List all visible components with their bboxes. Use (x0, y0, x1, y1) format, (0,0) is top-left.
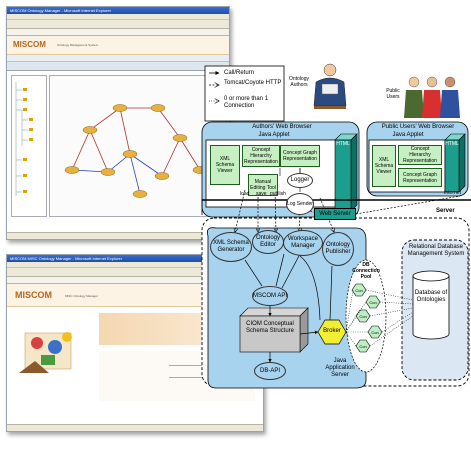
public-concept-graph[interactable]: Concept Graph Representation (398, 168, 442, 187)
log-sender[interactable]: Log Sender (286, 193, 314, 215)
ontology-authors-figure (310, 62, 350, 116)
legend-connection: 0 or more than 1 Connection (224, 96, 269, 109)
authors-manual-editing-tool[interactable]: Manual Editing Tool (248, 174, 278, 196)
database-of-ontologies: Database of Ontologies (414, 290, 448, 303)
io-label-publish: publish (270, 191, 286, 197)
internet-label: Internet (444, 190, 461, 196)
public-xml-schema-viewer[interactable]: XML Schema Viewer (372, 145, 396, 187)
web-server: Web Server (314, 208, 356, 220)
db-api[interactable]: DB-API (254, 362, 286, 380)
authors-concept-hierarchy[interactable]: Concept Hierarchy Representation (242, 145, 280, 167)
app-subtitle: MISC Ontology Manager (65, 294, 99, 298)
legend-box (204, 65, 285, 122)
web-server-label: Web Server (319, 211, 351, 217)
menu-bar (7, 262, 263, 268)
window-titlebar: MISCOM MISC Ontology Manager - Microsoft… (7, 255, 263, 262)
legend-call-return: Call/Return (224, 70, 255, 76)
status-bar (7, 232, 229, 239)
xml-schema-generator[interactable]: XML Schema Generator (210, 232, 252, 262)
logger[interactable]: Logger (287, 173, 313, 188)
authors-applet-title: Java Applet (258, 132, 290, 138)
app-banner: MISCOM MISC Ontology Manager (7, 284, 263, 307)
workspace-manager[interactable]: Workspace Manager (283, 230, 323, 256)
app-brand: MISCOM (13, 40, 46, 49)
tab-strip (7, 62, 229, 71)
authors-browser-title: Authors' Web Browser (252, 124, 312, 130)
welcome-illustration (15, 313, 87, 391)
ontology-authors-label: Ontology Authors (288, 76, 309, 88)
menu-bar (7, 14, 229, 20)
public-html-label: HTML (445, 141, 459, 147)
io-label-load: load (240, 191, 250, 197)
public-users-figure (402, 74, 462, 122)
authors-html-label: HTML (336, 141, 350, 147)
concept-graph-panel[interactable] (49, 75, 227, 217)
con-2: Con (369, 300, 377, 305)
tree-lines (15, 82, 33, 196)
legend-tomcat-http: Tomcat/Coyote HTTP (224, 80, 282, 86)
window-title: MISCOM Ontology Manager - Microsoft Inte… (10, 8, 111, 13)
public-browser-title: Public Users' Web Browser (381, 124, 455, 130)
db-connection-pool-label: DB Connection Pool (352, 262, 380, 280)
con-4: Con (371, 330, 379, 335)
browser-toolbar (7, 268, 263, 277)
screenshot-top: MISCOM Ontology Manager - Microsoft Inte… (6, 6, 230, 240)
rdbms-title: Relational Database Management System (407, 244, 465, 257)
java-application-server-label: Java Application Server (325, 358, 355, 378)
io-label-save: save (256, 191, 267, 197)
status-bar (7, 424, 263, 431)
address-bar (7, 277, 263, 284)
public-concept-hierarchy[interactable]: Concept Hierarchy Representation (398, 145, 442, 165)
address-bar (7, 29, 229, 36)
concept-tree-panel[interactable] (11, 75, 47, 217)
broker-label: Broker (323, 328, 341, 334)
mscom-api[interactable]: MSCOM API (252, 286, 288, 306)
public-users-label: Public Users (386, 88, 400, 100)
con-3: Con (359, 314, 367, 319)
ontology-publisher[interactable]: Ontology Publisher (322, 232, 354, 266)
authors-xml-schema-viewer[interactable]: XML Schema Viewer (210, 145, 240, 185)
window-titlebar: MISCOM Ontology Manager - Microsoft Inte… (7, 7, 229, 14)
app-brand: MISCOM (15, 290, 52, 300)
window-title: MISCOM MISC Ontology Manager - Microsoft… (10, 256, 123, 261)
ontology-editor[interactable]: Ontology Editor (252, 230, 284, 254)
server-label: Server (436, 208, 455, 214)
authors-concept-graph[interactable]: Concept Graph Representation (280, 145, 320, 167)
con-5: Con (359, 344, 367, 349)
app-subtitle: Ontology Management System (57, 43, 99, 47)
con-1: Con (355, 288, 363, 293)
ciom-schema-structure: CIOM Conceptual Schema Structure (245, 321, 295, 334)
browser-toolbar (7, 20, 229, 29)
app-banner: MISCOM Ontology Management System (7, 36, 229, 55)
public-applet-title: Java Applet (392, 132, 424, 138)
app-nav (7, 55, 229, 62)
